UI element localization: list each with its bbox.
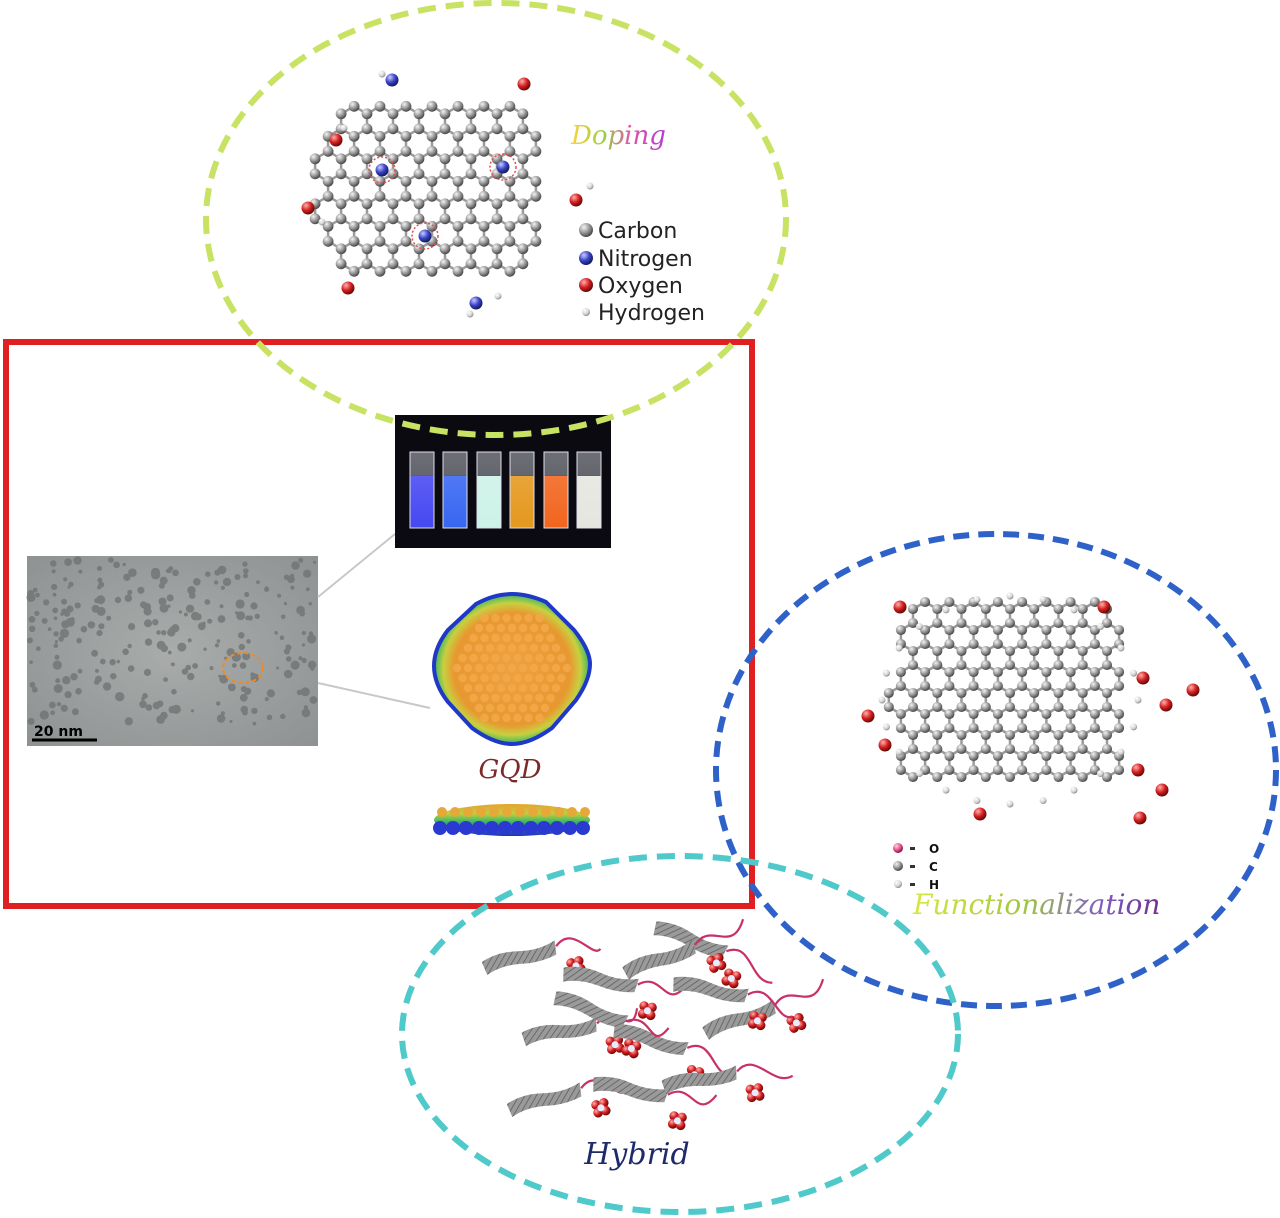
legend-o: O	[929, 842, 939, 856]
leader-line-vials	[317, 533, 396, 598]
hybrid-title: Hybrid	[583, 1137, 689, 1172]
functionalization-legend: O C H	[893, 842, 939, 892]
functionalization-title: Functionalization	[912, 888, 1160, 921]
oxygen-atom-icon	[579, 278, 593, 292]
o-atom-icon	[893, 843, 903, 853]
legend-carbon: Carbon	[598, 219, 677, 244]
functionalized-graphene-model	[861, 592, 1200, 825]
hybrid-network	[481, 918, 825, 1131]
h-atom-icon	[894, 880, 902, 888]
vials-photo	[395, 415, 611, 548]
vial	[543, 451, 569, 529]
vial	[509, 451, 535, 529]
gqd-frame	[3, 339, 755, 909]
legend-oxygen: Oxygen	[598, 274, 683, 299]
gqd-hexagon-model	[431, 591, 593, 747]
c-atom-icon	[893, 861, 903, 871]
scale-bar-label: 20 nm	[34, 724, 83, 740]
doped-graphene-model	[301, 70, 594, 318]
carbon-atom-icon	[579, 223, 593, 237]
legend-c: C	[929, 860, 938, 874]
vial	[409, 451, 435, 529]
tem-highlight-circle	[222, 652, 264, 684]
hydrogen-atom-icon	[582, 308, 590, 316]
vial	[476, 451, 502, 529]
gqd-label: GQD	[479, 755, 542, 785]
nitrogen-atom-icon	[579, 251, 593, 265]
legend-hydrogen: Hydrogen	[598, 301, 705, 326]
functionalization-ring	[713, 531, 1279, 1009]
gqd-side-view	[433, 804, 590, 836]
hybrid-ring	[399, 853, 961, 1215]
tem-image: 20 nm	[26, 556, 318, 746]
doping-title: Doping	[570, 121, 666, 151]
leader-line-gqd	[317, 682, 431, 709]
vial	[576, 451, 602, 529]
vial	[442, 451, 468, 529]
doping-ring	[203, 0, 789, 438]
doping-legend: Carbon Nitrogen Oxygen Hydrogen	[579, 219, 705, 326]
legend-h: H	[929, 878, 939, 892]
legend-nitrogen: Nitrogen	[598, 247, 693, 272]
